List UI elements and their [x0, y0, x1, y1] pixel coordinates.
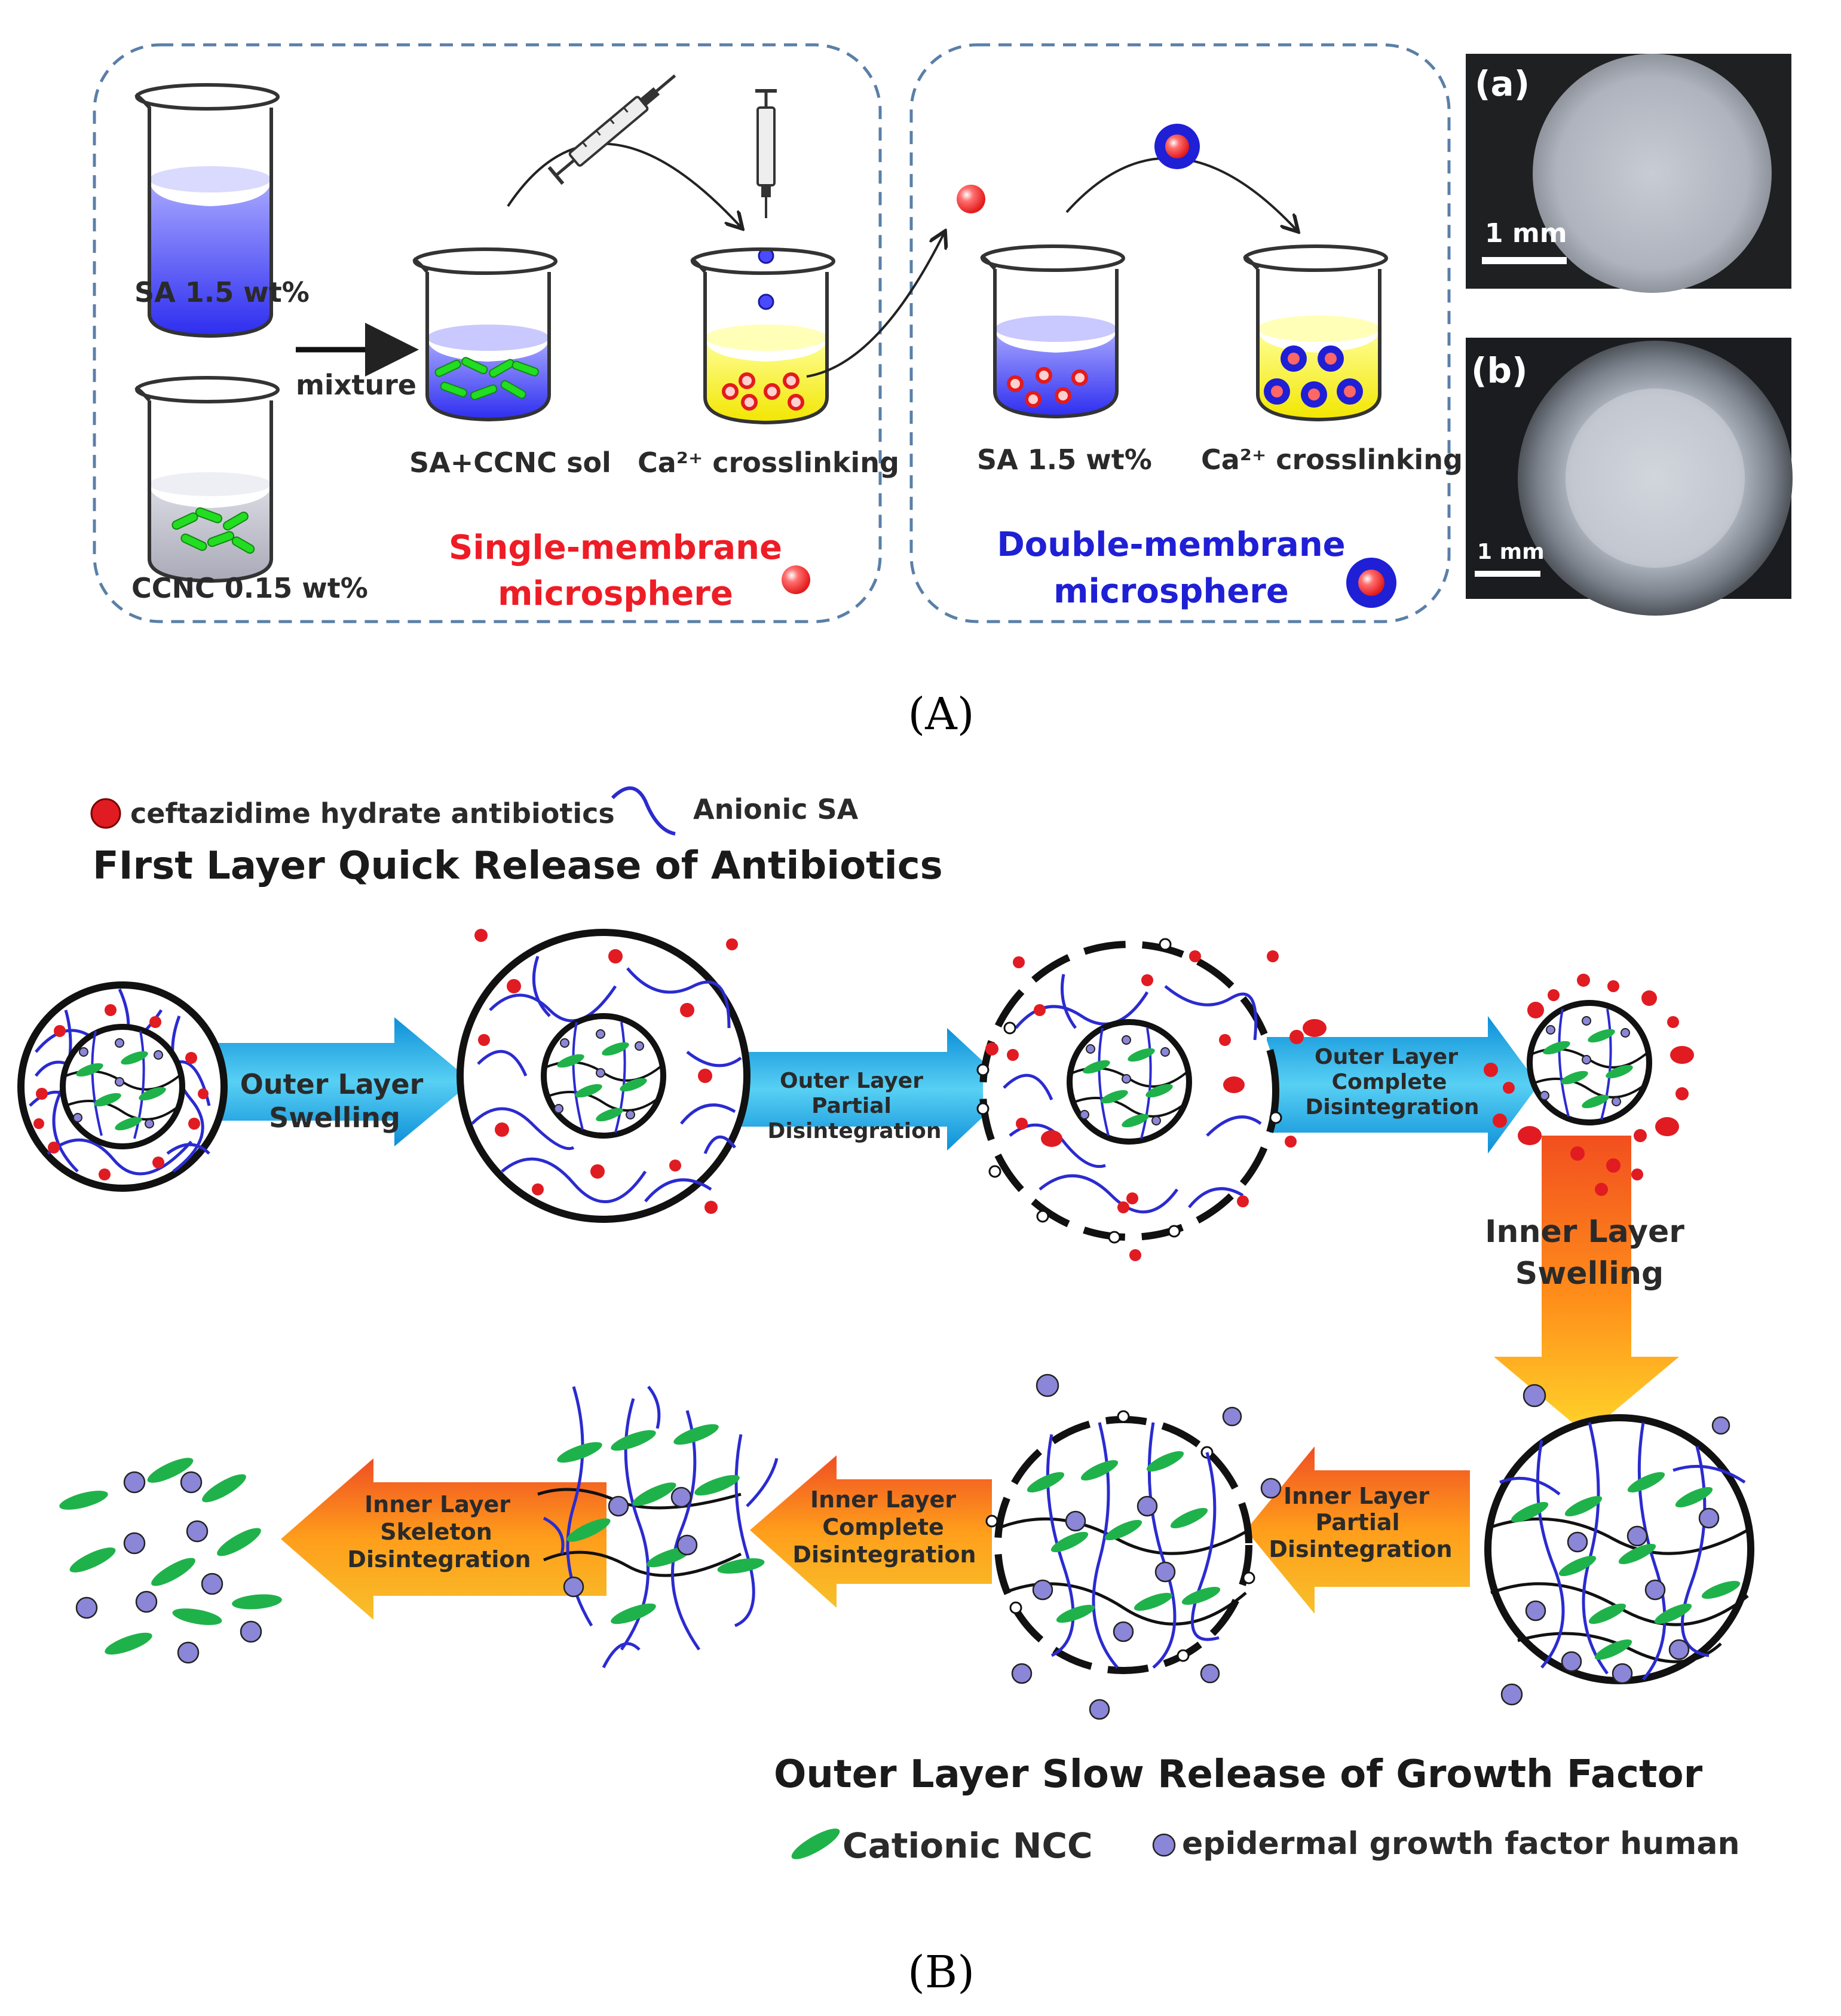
- a5-l3: Disintegration: [1269, 1536, 1452, 1562]
- curved-arrow-2: [1065, 157, 1297, 230]
- photo-a: (a) 1 mm: [1466, 54, 1791, 293]
- double-membrane-line1: Double-membrane: [997, 525, 1345, 564]
- red-ball-transfer: [957, 185, 985, 213]
- ccnc-rods: [171, 507, 255, 554]
- double-membrane-line2: microsphere: [1053, 572, 1289, 611]
- label-sa-top: SA 1.5 wt%: [134, 276, 310, 308]
- a4-l2: Swelling: [1515, 1256, 1664, 1292]
- title-bottom: Outer Layer Slow Release of Growth Facto…: [774, 1752, 1703, 1797]
- arrow-inner-partial: [1246, 1446, 1470, 1614]
- a3-l1: Outer Layer: [1315, 1045, 1458, 1069]
- a1-l2: Swelling: [269, 1102, 400, 1134]
- a6-l2: Complete: [822, 1514, 944, 1540]
- arrow-outer-swelling: [203, 1017, 472, 1146]
- title-top: FIrst Layer Quick Release of Antibiotics: [93, 844, 943, 888]
- microsphere-outer-partial: [976, 938, 1327, 1261]
- arrow-outer-partial: [738, 1028, 1013, 1151]
- a7-l1: Inner Layer: [364, 1491, 510, 1518]
- photo-a-scale: 1 mm: [1485, 218, 1567, 249]
- panel-b: ceftazidime hydrate antibiotics Anionic …: [17, 786, 1754, 1998]
- arrow-inner-swelling: [1494, 1136, 1679, 1434]
- legend-antibiotic-icon: [90, 798, 121, 829]
- panel-a: SA 1.5 wt% CCNC 0.15 wt% mixture: [93, 43, 1793, 740]
- single-membrane-line2: microsphere: [498, 574, 733, 613]
- microsphere-inner-only: [1484, 974, 1694, 1196]
- beaker-sa-ccnc: [412, 247, 557, 422]
- label-sa-ccnc-sol: SA+CCNC sol: [409, 446, 611, 479]
- caption-b: (B): [908, 1947, 975, 1998]
- a7-l3: Disintegration: [347, 1546, 531, 1573]
- microsphere-outer-swollen: [457, 929, 751, 1223]
- microsphere-inner-partial: [985, 1373, 1282, 1720]
- photo-a-tag: (a): [1475, 63, 1530, 104]
- arrow-inner-skeleton: [281, 1458, 606, 1620]
- drop-2: [758, 293, 774, 310]
- single-membrane-frame: [93, 43, 882, 623]
- single-membrane-icon: [782, 565, 810, 594]
- a3-l3: Disintegration: [1306, 1095, 1479, 1119]
- photo-b-tag: (b): [1471, 350, 1528, 391]
- a7-l2: Skeleton: [380, 1519, 492, 1545]
- photo-b-scale: 1 mm: [1477, 540, 1545, 564]
- transfer-arrow: [806, 233, 944, 378]
- a5-l1: Inner Layer: [1284, 1483, 1429, 1509]
- curved-arrow-1: [507, 142, 741, 227]
- double-membrane-icon: [1346, 558, 1396, 608]
- a6-l3: Disintegration: [792, 1541, 976, 1568]
- a2-l3: Disintegration: [768, 1119, 942, 1143]
- syringe-icon: [547, 74, 676, 185]
- a2-l2: Partial: [811, 1094, 892, 1118]
- microsphere-inner-swollen: [1484, 1384, 1754, 1706]
- label-ccnc: CCNC 0.15 wt%: [131, 572, 368, 604]
- legend-sa-icon: [611, 786, 676, 836]
- beaker-ccnc: [134, 376, 280, 583]
- microsphere-initial: [17, 981, 228, 1192]
- legend-ncc-label: Cationic NCC: [843, 1825, 1093, 1866]
- photo-b-scalebar: [1475, 571, 1540, 577]
- a4-l1: Inner Layer: [1485, 1214, 1684, 1250]
- beaker-ca-crosslinking-2: [1243, 244, 1388, 422]
- arrow-inner-complete: [750, 1455, 992, 1608]
- single-membrane-line1: Single-membrane: [449, 528, 782, 567]
- label-ca-crosslinking-2: Ca²⁺ crosslinking: [1201, 443, 1463, 476]
- photo-b: (b) 1 mm: [1466, 338, 1793, 616]
- double-membrane-frame: [909, 43, 1451, 623]
- released-components: [59, 1458, 282, 1664]
- beaker-ca-crosslinking-1: [690, 247, 835, 425]
- photo-a-scalebar: [1482, 257, 1567, 264]
- a1-l1: Outer Layer: [240, 1068, 424, 1100]
- a3-l2: Complete: [1332, 1070, 1447, 1094]
- legend-antibiotic-label: ceftazidime hydrate antibiotics: [130, 797, 615, 830]
- a6-l1: Inner Layer: [810, 1486, 956, 1513]
- double-ball-transfer: [1154, 124, 1200, 169]
- beaker-sa-second: [980, 244, 1125, 419]
- a2-l1: Outer Layer: [780, 1069, 923, 1093]
- legend-ncc-icon: [791, 1828, 840, 1859]
- legend-egf-label: epidermal growth factor human: [1182, 1826, 1739, 1862]
- syringe-vertical-icon: [755, 89, 777, 218]
- caption-a: (A): [908, 689, 974, 740]
- skeleton-network: [537, 1385, 779, 1669]
- a5-l2: Partial: [1315, 1509, 1399, 1535]
- label-ca-crosslinking-1: Ca²⁺ crosslinking: [638, 446, 899, 479]
- beaker-sa: [134, 83, 280, 338]
- label-mixture: mixture: [296, 369, 416, 401]
- legend-egf-icon: [1152, 1833, 1176, 1857]
- arrow-labels: Outer Layer Swelling Outer Layer Partial…: [240, 1045, 1685, 1573]
- arrow-outer-complete: [1267, 1016, 1539, 1154]
- label-sa-second: SA 1.5 wt%: [977, 443, 1152, 476]
- legend-sa-label: Anionic SA: [693, 793, 859, 825]
